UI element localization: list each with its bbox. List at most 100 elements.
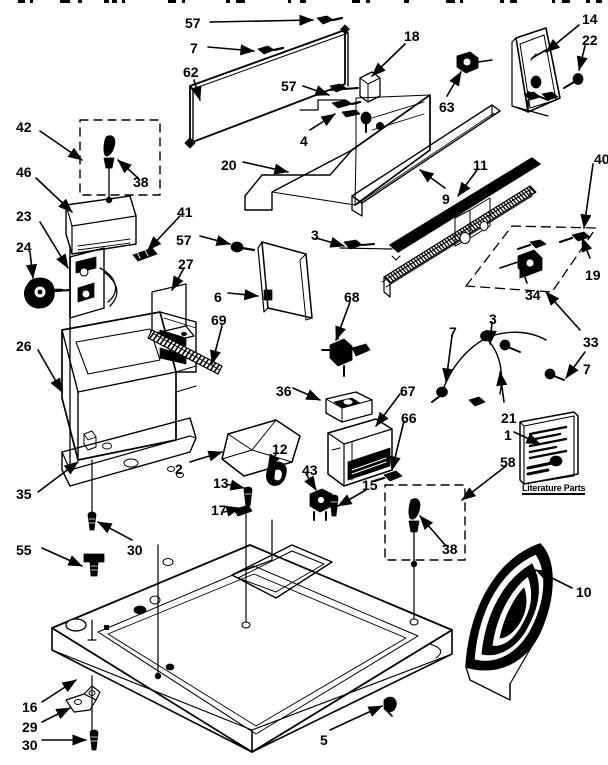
part-2-lid-handle: [221, 419, 301, 477]
part-30-screw-upper: [87, 511, 97, 531]
callout-number: 41: [177, 204, 193, 220]
callout-number: 20: [221, 157, 237, 173]
callout-number: 55: [16, 542, 32, 558]
callout-number: 17: [211, 502, 227, 518]
callout-number: 24: [16, 239, 32, 255]
part-69-thin-rail: [147, 329, 223, 375]
part-17-clip: [233, 504, 253, 517]
callout-number: 57: [176, 232, 192, 248]
scan-artifact-strip: [18, 0, 602, 3]
callout-number: 22: [582, 32, 598, 48]
callout-number: 9: [442, 191, 450, 207]
callout-number: 67: [400, 383, 416, 399]
callout-number: 4: [300, 133, 308, 149]
part-7-top-screw: [257, 45, 285, 55]
part-14-end-bracket: [511, 27, 561, 117]
part-5-clip: [383, 696, 397, 717]
part-top-panel: [51, 499, 453, 753]
callout-number: 58: [500, 454, 516, 470]
part-22-screw: [563, 73, 584, 89]
callout-number: 6: [214, 289, 222, 305]
callout-number: 13: [213, 475, 229, 491]
callout-number: 27: [178, 256, 194, 272]
callout-number: 36: [276, 383, 292, 399]
callout-number: 21: [501, 410, 517, 426]
callout-number: 57: [185, 15, 201, 31]
callout-number: 12: [272, 441, 288, 457]
part-29-clip: [65, 685, 101, 713]
part-19-screw: [517, 239, 547, 250]
callout-number: 19: [585, 267, 601, 283]
hidden-outline-33: [465, 225, 597, 293]
callout-number: 46: [16, 164, 32, 180]
callout-number: 30: [22, 737, 38, 753]
part-63-knob: [456, 51, 493, 74]
diagram-caption: Literature Parts: [522, 483, 586, 495]
callout-number: 43: [302, 462, 318, 478]
part-9-trim-strip: [351, 104, 501, 217]
callout-number: 69: [211, 312, 227, 328]
part-38-actuator-top: [103, 135, 116, 204]
part-38-actuator-lower: [408, 498, 421, 568]
part-55-screw: [83, 553, 105, 577]
callout-number: 35: [16, 486, 32, 502]
part-46-switch-box: [65, 195, 137, 255]
rail-riser-bracket: [454, 197, 491, 247]
callout-number: 38: [133, 174, 149, 190]
callout-number: 42: [16, 119, 32, 135]
part-62-rear-panel: [184, 24, 350, 149]
part-20-panel: [244, 94, 431, 211]
callout-number: 66: [401, 410, 417, 426]
callout-number: 3: [311, 227, 319, 243]
part-26-console-body: [61, 311, 197, 461]
callout-number: 29: [22, 719, 38, 735]
callout-number: 63: [439, 99, 455, 115]
part-40-screw: [558, 231, 591, 244]
callout-number: 15: [362, 477, 378, 493]
callout-number: 7: [449, 324, 457, 340]
callout-number: 11: [473, 157, 488, 173]
callout-number: 7: [190, 40, 198, 56]
callout-number: 38: [442, 541, 458, 557]
part-3-upper-rail: [339, 157, 541, 261]
part-30-screw-lower: [89, 729, 99, 751]
part-66-screw: [372, 470, 403, 483]
part-41-clip: [132, 247, 158, 262]
part-57-top-screw: [316, 15, 344, 25]
part-36-cap: [325, 391, 373, 423]
callout-number: 7: [583, 361, 591, 377]
part-67-dispenser: [327, 418, 393, 487]
part-34-hinge-hardware: [499, 249, 543, 277]
part-1-literature: [519, 411, 579, 485]
part-15-pin: [329, 494, 339, 517]
callout-number: 57: [281, 78, 297, 94]
callout-number: 30: [127, 542, 143, 558]
part-13-pin: [243, 486, 253, 507]
callout-number: 10: [576, 584, 592, 600]
callout-number: 16: [22, 699, 38, 715]
callout-number: 33: [583, 334, 599, 350]
part-4-fastener-cluster: [331, 99, 384, 133]
part-23-timer: [43, 247, 118, 319]
part-57-mid-screw: [230, 241, 256, 253]
part-43-nut: [309, 488, 333, 521]
callout-number: 3: [489, 311, 497, 327]
part-18-bracket: [299, 71, 381, 111]
callout-number: 40: [594, 151, 608, 167]
callout-number: 2: [175, 461, 183, 477]
callout-number: 68: [344, 289, 360, 305]
part-68-connector: [321, 329, 371, 377]
callout-number: 18: [404, 28, 420, 44]
callout-number: 5: [320, 732, 328, 748]
leader-lines: [25, 14, 594, 746]
inset-box-58-38: [384, 484, 466, 561]
part-24-knob: [24, 277, 64, 309]
callout-number: 1: [504, 427, 512, 443]
callout-number: 23: [16, 208, 32, 224]
callout-number: 14: [582, 11, 598, 27]
callout-number: 26: [16, 338, 32, 354]
callout-number: 34: [525, 287, 541, 303]
part-6-side-panel: [257, 241, 313, 321]
